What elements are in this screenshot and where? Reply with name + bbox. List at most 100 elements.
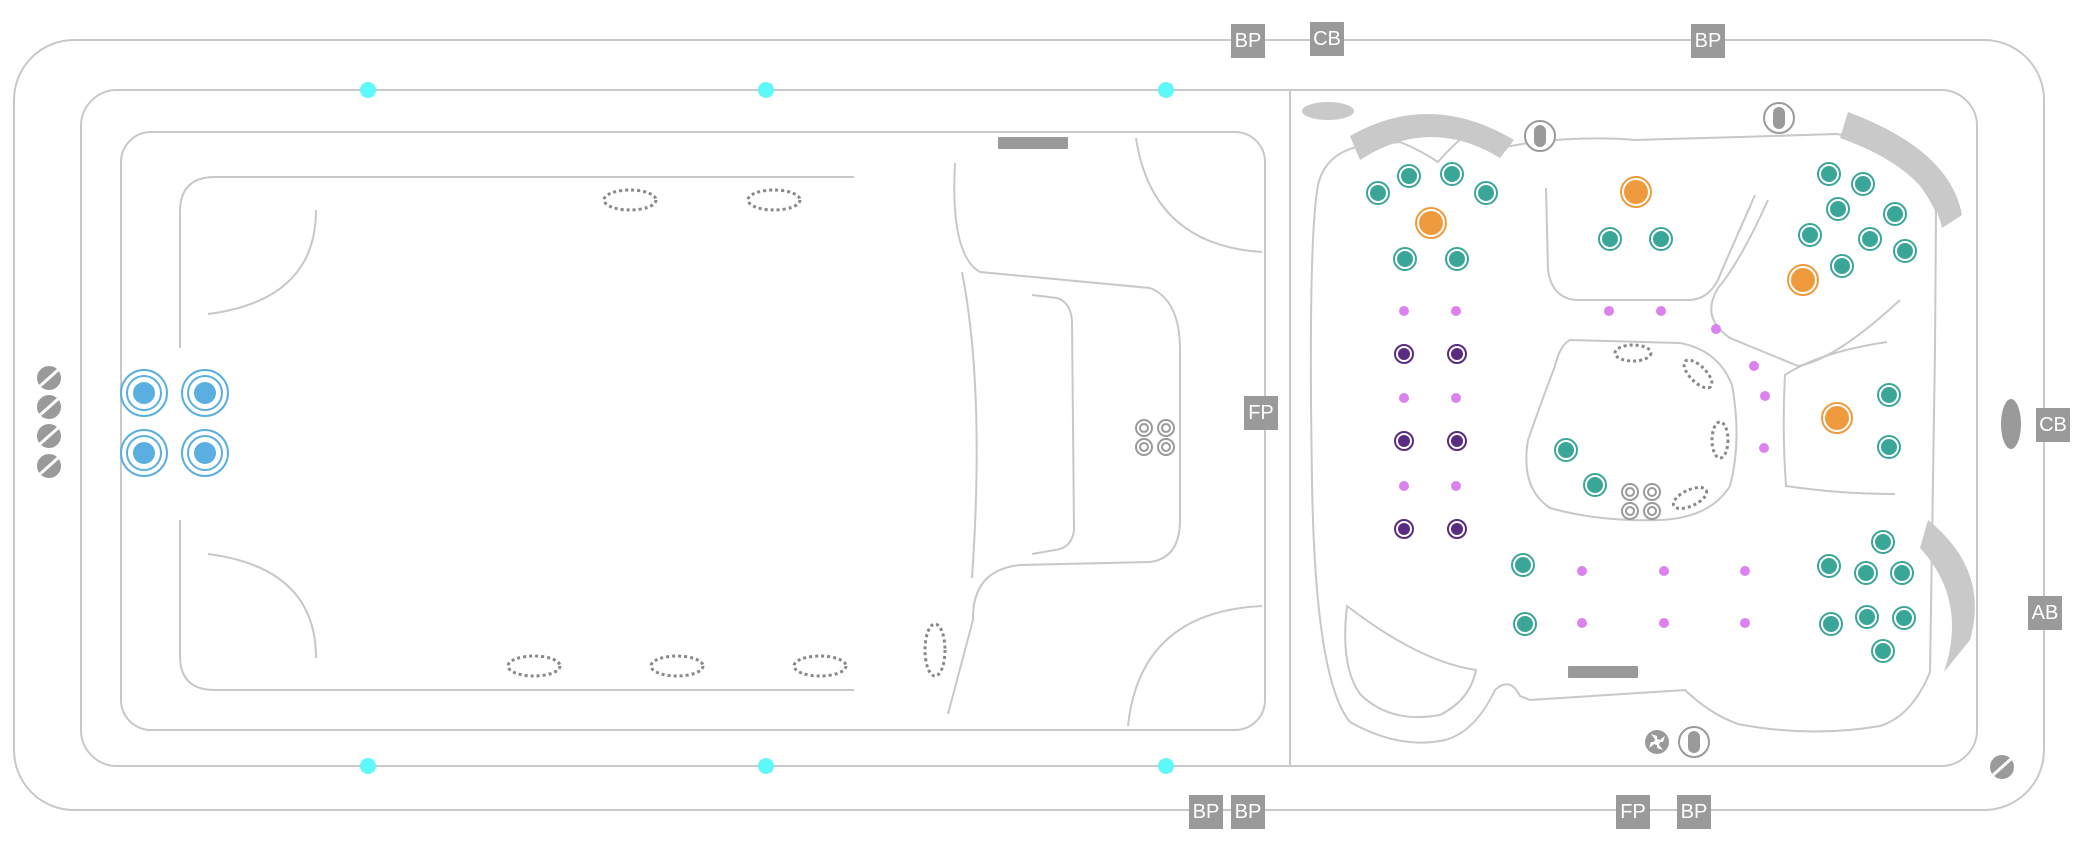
micro-jet — [1577, 618, 1587, 628]
swim-seat-inner-contour — [961, 271, 1076, 579]
hydro-jet — [1445, 247, 1469, 271]
swim-jet — [120, 429, 168, 477]
micro-jet — [1399, 306, 1409, 316]
hydro-jet — [1871, 530, 1895, 554]
diverter-valve — [1678, 726, 1710, 758]
air-control-knob — [37, 366, 61, 390]
micro-jet — [1740, 618, 1750, 628]
cb-tag-right: CB — [2036, 408, 2070, 442]
air-jet — [746, 188, 802, 212]
hydro-jet — [1583, 473, 1607, 497]
bp-tag-bottom-1: BP — [1189, 795, 1223, 829]
hydro-jet — [1851, 172, 1875, 196]
hydro-jet — [1649, 227, 1673, 251]
headrest-pillow-top-left — [1350, 113, 1514, 160]
micro-jet — [1577, 566, 1587, 576]
air-jet — [1710, 420, 1730, 460]
micro-jet — [1451, 306, 1461, 316]
hydro-jet — [1598, 227, 1622, 251]
swim-contour-left-bottom — [207, 553, 317, 659]
ring-jet-cluster — [1135, 419, 1175, 456]
swim-lane-outline — [179, 176, 854, 691]
ring-jet-cluster — [1621, 483, 1661, 520]
drain-knob — [1990, 755, 2014, 779]
cb-side-indicator — [2001, 399, 2021, 449]
air-jet — [1671, 485, 1709, 511]
hydro-jet — [1858, 227, 1882, 251]
swim-corner-contour-top — [1135, 137, 1263, 253]
hydro-jet — [1817, 554, 1841, 578]
hydro-jet — [1393, 247, 1417, 271]
hydro-jet — [1871, 639, 1895, 663]
bp-tag-top-left: BP — [1231, 24, 1265, 58]
cyan-light — [360, 82, 376, 98]
headrest-pillow-right — [1920, 520, 1975, 672]
cyan-light — [758, 758, 774, 774]
swim-seat-contour — [947, 162, 1181, 715]
hydro-jet — [1817, 162, 1841, 186]
hydro-jet — [1877, 435, 1901, 459]
hydro-jet — [1819, 612, 1843, 636]
cyan-light — [758, 82, 774, 98]
hydro-jet — [1883, 202, 1907, 226]
pulse-jet — [1447, 431, 1467, 451]
hydro-jet — [1877, 383, 1901, 407]
cb-tag-top: CB — [1310, 22, 1344, 56]
rotating-jet — [1787, 264, 1819, 296]
micro-jet — [1604, 306, 1614, 316]
hydro-jet — [1511, 553, 1535, 577]
ab-tag-right: AB — [2028, 596, 2062, 630]
swim-contour-left-top — [207, 209, 317, 315]
micro-jet — [1451, 481, 1461, 491]
swim-pool-outline — [120, 131, 1266, 731]
air-control-knob — [37, 454, 61, 478]
hydro-jet — [1440, 162, 1464, 186]
fp-tag-bottom: FP — [1616, 795, 1650, 829]
hydro-jet — [1892, 606, 1916, 630]
micro-jet — [1656, 306, 1666, 316]
diverter-valve — [1524, 120, 1556, 152]
air-jet — [602, 188, 658, 212]
swim-jet — [181, 369, 229, 417]
inner-deck-outline — [80, 89, 1978, 767]
spa-center-island — [1525, 338, 1738, 522]
spa-lounge-contour — [1710, 199, 1901, 368]
hydro-jet — [1554, 438, 1578, 462]
hydro-jet — [1890, 561, 1914, 585]
rotating-jet — [1821, 402, 1853, 434]
pulse-jet — [1394, 431, 1414, 451]
hydro-jet — [1513, 612, 1537, 636]
hydro-jet — [1366, 181, 1390, 205]
pulse-jet — [1394, 519, 1414, 539]
spa-footwell-contour — [1344, 604, 1478, 719]
micro-jet — [1740, 566, 1750, 576]
air-control-knob — [37, 395, 61, 419]
micro-jet — [1760, 391, 1770, 401]
air-control-knob — [37, 424, 61, 448]
swim-jet — [181, 429, 229, 477]
bp-tag-bottom-2: BP — [1231, 795, 1265, 829]
outer-shell-outline — [13, 39, 2045, 811]
hydro-jet — [1397, 164, 1421, 188]
micro-jet — [1759, 443, 1769, 453]
hydro-jet — [1826, 197, 1850, 221]
micro-jet — [1399, 393, 1409, 403]
air-jet — [506, 654, 562, 678]
rotating-jet — [1620, 176, 1652, 208]
hydro-jet — [1855, 605, 1879, 629]
micro-jet — [1749, 361, 1759, 371]
rotating-jet — [1415, 207, 1447, 239]
headrest-pillow-top-right — [1840, 112, 1962, 228]
micro-jet — [1451, 393, 1461, 403]
swim-jet — [120, 369, 168, 417]
diverter-valve — [1763, 102, 1795, 134]
bp-tag-top-right: BP — [1691, 24, 1725, 58]
air-jet — [923, 622, 947, 678]
hydro-jet — [1830, 254, 1854, 278]
spa-seat-contour-right — [1782, 341, 1896, 495]
blower-icon — [1645, 730, 1669, 754]
swim-control-bar — [998, 137, 1068, 149]
skimmer-oval — [1302, 102, 1354, 120]
